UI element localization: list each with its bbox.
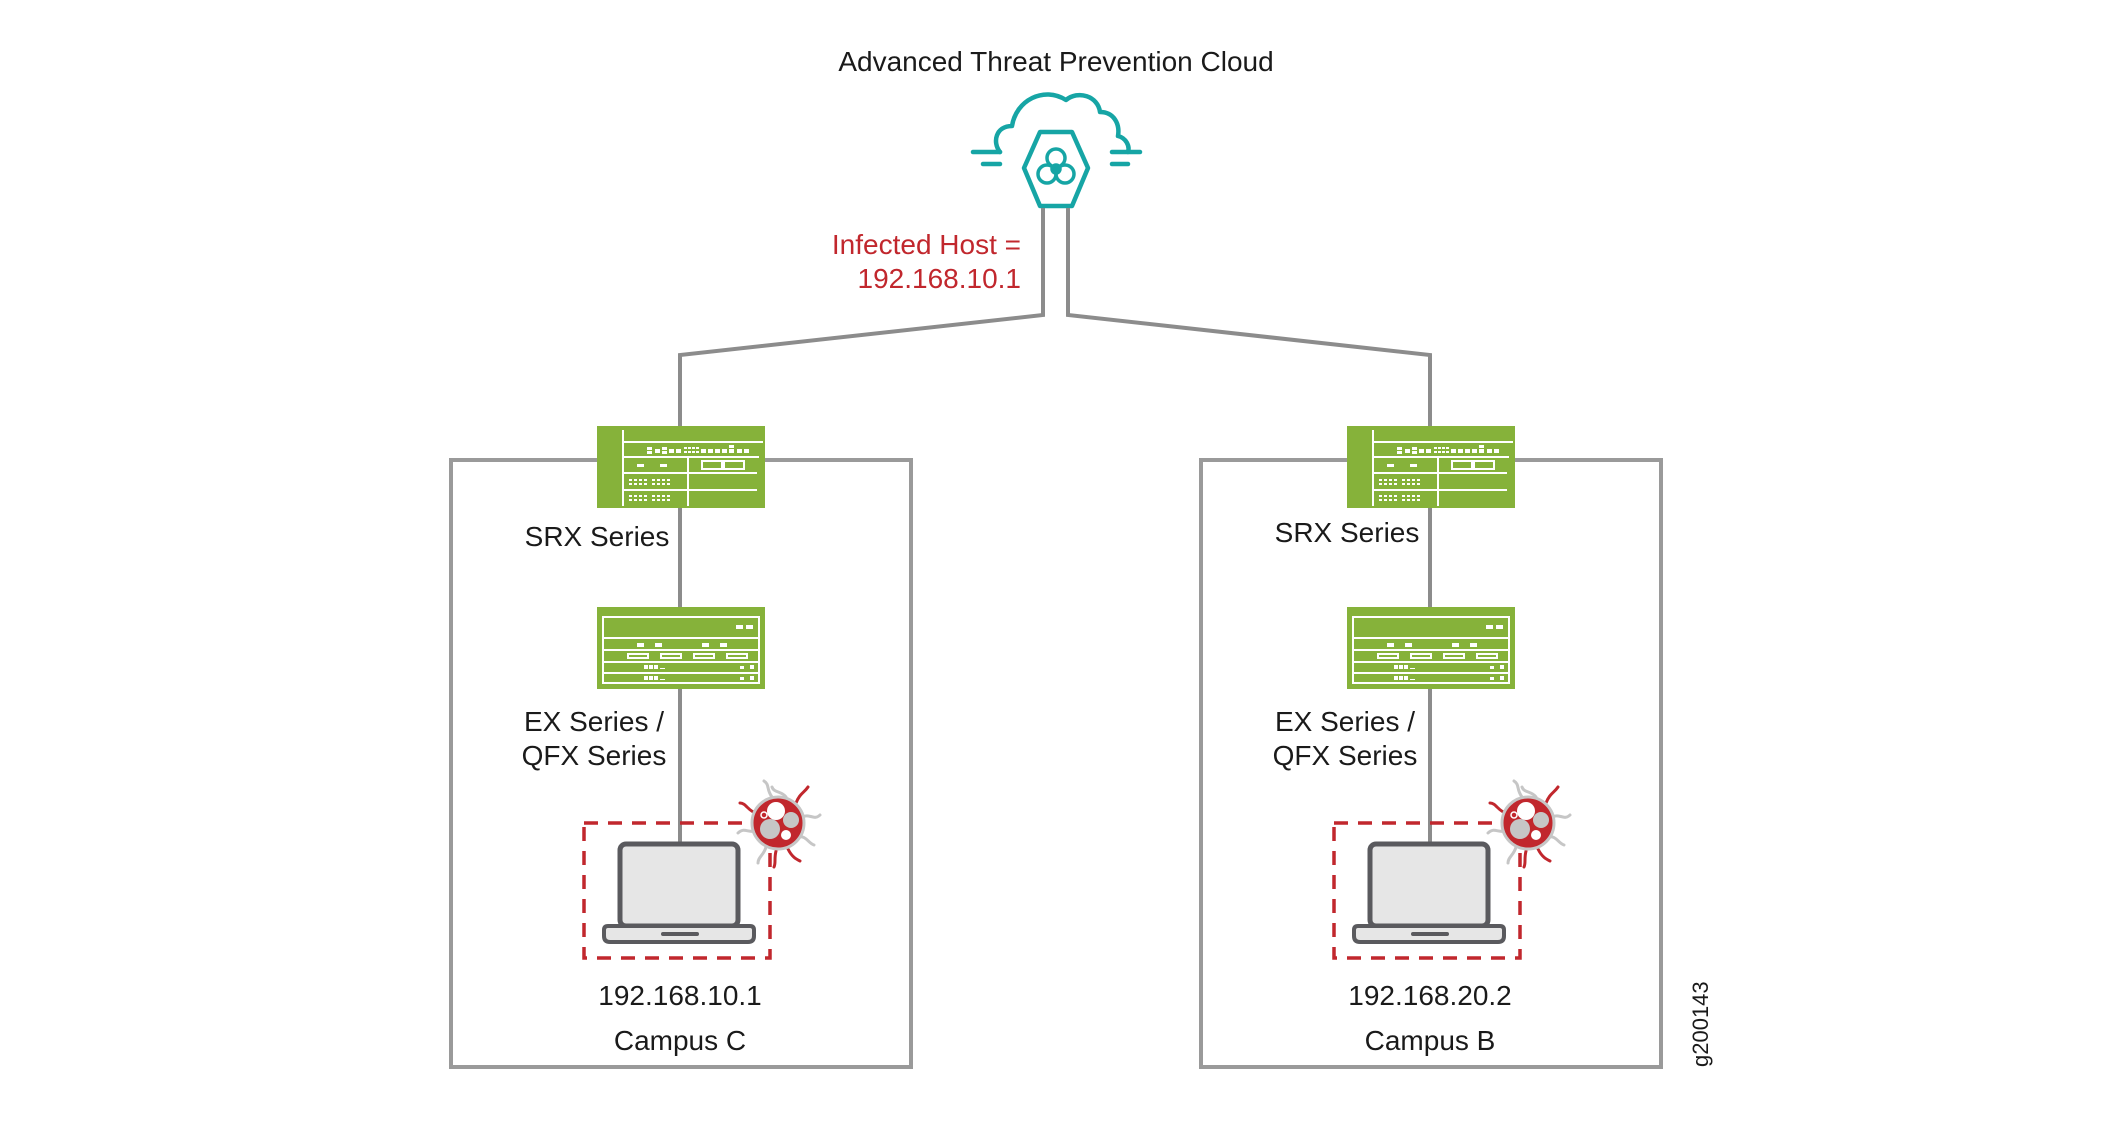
figure-id: g200143 <box>1688 981 1713 1067</box>
infected-host-highlight <box>1332 821 1522 960</box>
infected-host-ip: 192.168.10.1 <box>858 263 1022 294</box>
switch-label-line2: QFX Series <box>522 740 667 771</box>
campus-name: Campus B <box>1365 1025 1496 1056</box>
diagram-title: Advanced Threat Prevention Cloud <box>838 46 1273 77</box>
infected-host-label: Infected Host = <box>832 229 1021 260</box>
malware-bug-icon <box>1486 779 1572 869</box>
switch-label-line1: EX Series / <box>524 706 664 737</box>
malware-bug-icon <box>736 779 822 869</box>
switch-label-line2: QFX Series <box>1273 740 1418 771</box>
firewall-label: SRX Series <box>1275 517 1420 548</box>
campus-c: SRX Series EX Series / QFX Series 192.16… <box>449 425 913 1069</box>
firewall-label: SRX Series <box>525 521 670 552</box>
laptop-icon <box>1354 844 1504 942</box>
host-ip: 192.168.20.2 <box>1348 980 1512 1011</box>
srx-firewall-icon <box>596 425 766 509</box>
ex-switch-icon <box>596 606 766 690</box>
laptop-icon <box>604 844 754 942</box>
switch-label-line1: EX Series / <box>1275 706 1415 737</box>
campus-name: Campus C <box>614 1025 746 1056</box>
campus-b: SRX Series EX Series / QFX Series 192.16… <box>1199 425 1663 1069</box>
host-ip: 192.168.10.1 <box>598 980 762 1011</box>
uplink-lines <box>678 208 1432 426</box>
ex-switch-icon <box>1346 606 1516 690</box>
cloud-biohazard-icon <box>970 92 1143 209</box>
infected-host-highlight <box>582 821 772 960</box>
srx-firewall-icon <box>1346 425 1516 509</box>
